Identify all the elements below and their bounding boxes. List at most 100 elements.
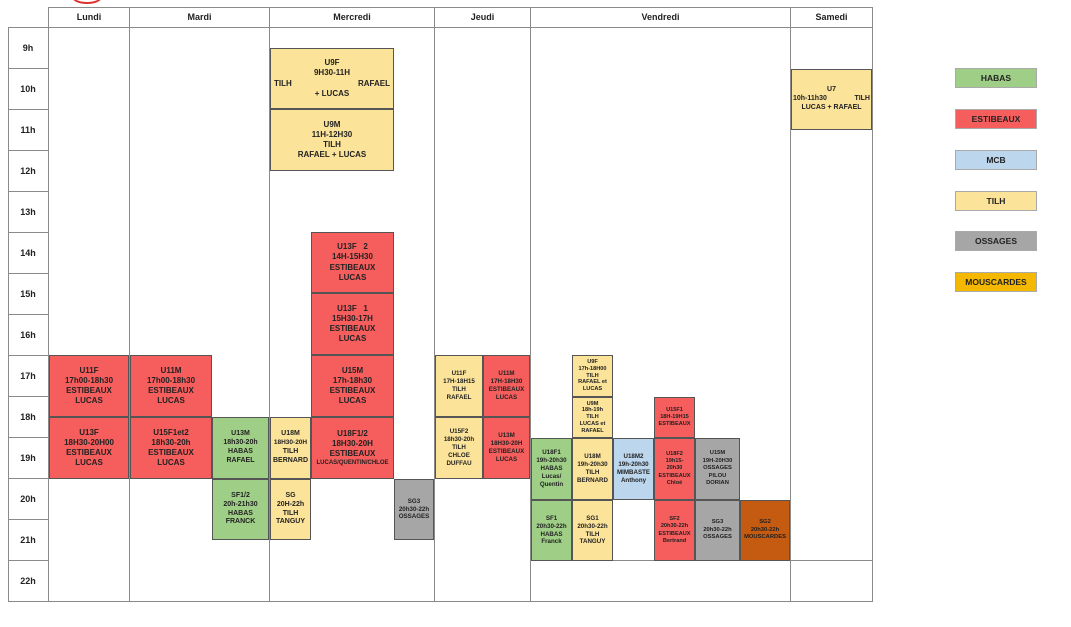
slot-line: 18h30-20h — [443, 436, 475, 444]
training-slot-sf12-mardi[interactable]: SF1/2 20h-21h30 HABAS FRANCK — [212, 479, 269, 540]
slot-line: U7 — [827, 86, 836, 94]
training-slot-u18f12-mercredi[interactable]: U18F1/2 18H30-20H ESTIBEAUX LUCAS/QUENTI… — [311, 417, 394, 479]
slot-line: ESTIBEAUX — [329, 324, 376, 333]
training-slot-u9f-mercredi[interactable]: U9F 9H30-11H TILH RAFAEL + LUCAS — [270, 48, 394, 109]
slot-line: U13F 2 — [337, 242, 368, 252]
training-slot-sf2-vendredi[interactable]: SF2 20h30-22h ESTIBEAUX Bertrand — [654, 500, 695, 561]
training-slot-u7-samedi[interactable]: U7 10h-11h30 TILH LUCAS + RAFAEL — [791, 69, 872, 130]
slot-line: 11H-12H30 — [311, 129, 353, 139]
training-slot-u13f2-mercredi[interactable]: U13F 2 14H-15H30 ESTIBEAUX LUCAS — [311, 232, 394, 293]
slot-line: Anthony — [620, 476, 647, 484]
training-slot-u9m-mercredi[interactable]: U9M 11H-12H30 TILH RAFAEL + LUCAS — [270, 109, 394, 171]
slot-line: SG3 — [711, 519, 724, 526]
training-slot-sg-mercredi[interactable]: SG 20H-22h TILH TANGUY — [270, 479, 311, 540]
slot-line: LUCAS — [75, 458, 103, 468]
slot-line: TILH — [586, 414, 599, 421]
slot-line: ESTIBEAUX — [329, 386, 376, 395]
day-header-vendredi: Vendredi — [641, 11, 680, 22]
slot-line: SG — [285, 491, 296, 499]
slot-line: TANGUY — [275, 518, 306, 526]
training-slot-u13f-lundi[interactable]: U13F 18H30-20H00 ESTIBEAUX LUCAS — [49, 417, 129, 479]
slot-line: LUCAS — [338, 396, 367, 406]
legend-item-habas: HABAS — [955, 68, 1037, 88]
slot-line: Lucas/ — [541, 472, 562, 480]
training-slot-u15f2-jeudi[interactable]: U15F2 18h30-20h TILH CHLOE DUFFAU — [435, 417, 483, 479]
slot-line: DUFFAU — [446, 459, 472, 467]
slot-line: RAFAEL et — [578, 379, 607, 386]
training-slot-u9f-vendredi[interactable]: U9F 17h-18H00 TILH RAFAEL et LUCAS — [572, 355, 613, 397]
training-slot-u18f1-vendredi[interactable]: U18F1 19h-20h30 HABAS Lucas/ Quentin — [531, 438, 572, 500]
slot-line: RAFAEL — [446, 393, 472, 401]
slot-line: Chloé — [666, 479, 683, 486]
training-slot-u18m2-vendredi[interactable]: U18M2 19h-20h30 MIMBASTE Anthony — [613, 438, 654, 500]
slot-line: 18h30-20h — [151, 437, 191, 447]
slot-line: 17h00-18h30 — [64, 375, 114, 385]
hour-label: 22h — [20, 576, 36, 586]
slot-line: 19h-20h30 — [618, 461, 649, 469]
slot-line: U18F1/2 — [337, 428, 368, 438]
slot-line: SG1 — [586, 514, 599, 522]
training-slot-u11f-lundi[interactable]: U11F 17h00-18h30 ESTIBEAUX LUCAS — [49, 355, 129, 417]
training-slot-sg1-vendredi[interactable]: SG1 20h30-22h TILH TANGUY — [572, 500, 613, 561]
slot-line: OSSAGES — [703, 465, 732, 472]
training-slot-u15f-mardi[interactable]: U15F1et2 18h30-20h ESTIBEAUX LUCAS — [130, 417, 212, 479]
slot-line: TILH — [586, 372, 599, 379]
training-slot-u15f1-vendredi[interactable]: U15F1 18H-19H15 ESTIBEAUX — [654, 397, 695, 438]
slot-line: 18H-19H15 — [660, 413, 689, 420]
slot-line: U11F — [451, 370, 467, 378]
hour-label: 16h — [20, 330, 36, 340]
training-slot-sg2-vendredi[interactable]: SG2 20h30-22h MOUSCARDES — [740, 500, 790, 561]
slot-line: 15H30-17H — [332, 313, 373, 323]
training-slot-u18m-vendredi[interactable]: U18M 19h-20h30 TILH BERNARD — [572, 438, 613, 500]
slot-line: MOUSCARDES — [744, 534, 786, 541]
slot-line: OSSAGES — [398, 513, 430, 521]
training-slot-u13m-jeudi[interactable]: U13M 18H30-20H ESTIBEAUX LUCAS — [483, 417, 530, 479]
training-slot-u9m-vendredi[interactable]: U9M 18h-19h TILH LUCAS et RAFAEL — [572, 397, 613, 438]
hour-label: 13h — [20, 207, 36, 217]
training-slot-u18m-mercredi[interactable]: U18M 18H30-20H TILH BERNARD — [270, 417, 311, 479]
day-header-mercredi: Mercredi — [333, 11, 371, 22]
slot-line: U13F — [79, 427, 99, 437]
slot-line: LUCAS — [495, 455, 518, 463]
hour-label: 21h — [20, 535, 36, 545]
training-slot-sf1-vendredi[interactable]: SF1 20h30-22h HABAS Franck — [531, 500, 572, 561]
slot-line: MIMBASTE — [617, 469, 650, 476]
slot-line: LUCAS — [582, 386, 603, 393]
slot-line: U15F1 — [666, 406, 683, 413]
slot-line: U15F2 — [449, 428, 469, 436]
training-slot-sg3-mercredi[interactable]: SG3 20h30-22h OSSAGES — [394, 479, 434, 540]
slot-line: ESTIBEAUX — [488, 448, 525, 455]
training-slot-u18f2-vendredi[interactable]: U18F2 19h15- 20h30 ESTIBEAUX Chloé — [654, 438, 695, 500]
slot-line: PILOU — [708, 472, 727, 479]
slot-line: RAFAEL — [581, 427, 604, 434]
hour-label: 9h — [22, 43, 34, 53]
hour-label: 17h — [20, 371, 36, 381]
slot-line: + LUCAS — [314, 88, 350, 98]
training-slot-u13m-mardi[interactable]: U13M 18h30-20h HABAS RAFAEL — [212, 417, 269, 479]
slot-line: 18H30-20H — [273, 439, 308, 447]
slot-line: Franck — [541, 538, 562, 546]
slot-line: 20h30 — [666, 465, 683, 472]
training-slot-u13f1-mercredi[interactable]: U13F 1 15H30-17H ESTIBEAUX LUCAS — [311, 293, 394, 355]
slot-line: U18M — [281, 430, 300, 438]
slot-line: 17h-18H00 — [578, 365, 607, 372]
slot-line: Quentin — [539, 480, 564, 488]
hour-label: 12h — [20, 166, 36, 176]
slot-line: 18h-19h — [581, 407, 604, 414]
slot-line: SF1 — [545, 514, 558, 522]
slot-line: TILH — [854, 95, 870, 103]
training-slot-sg3-vendredi[interactable]: SG3 20h30-22h OSSAGES — [695, 500, 740, 561]
training-slot-u11f-jeudi[interactable]: U11F 17H-18H15 TILH RAFAEL — [435, 355, 483, 417]
slot-line: 20h30-22h — [660, 523, 689, 530]
training-slot-u11m-jeudi[interactable]: U11M 17H-18H30 ESTIBEAUX LUCAS — [483, 355, 530, 417]
slot-line: HABAS — [228, 448, 253, 455]
training-slot-u11m-mardi[interactable]: U11M 17h00-18h30 ESTIBEAUX LUCAS — [130, 355, 212, 417]
slot-line: LUCAS — [157, 396, 185, 406]
training-slot-u15m-vendredi[interactable]: U15M 19H-20H30 OSSAGES PILOU DORIAN — [695, 438, 740, 500]
slot-line: HABAS — [228, 509, 253, 517]
slot-line: SF1/2 — [231, 491, 250, 499]
slot-line: LUCAS — [338, 272, 367, 282]
training-slot-u15m-mercredi[interactable]: U15M 17h-18h30 ESTIBEAUX LUCAS — [311, 355, 394, 417]
day-header-mardi: Mardi — [187, 11, 212, 22]
